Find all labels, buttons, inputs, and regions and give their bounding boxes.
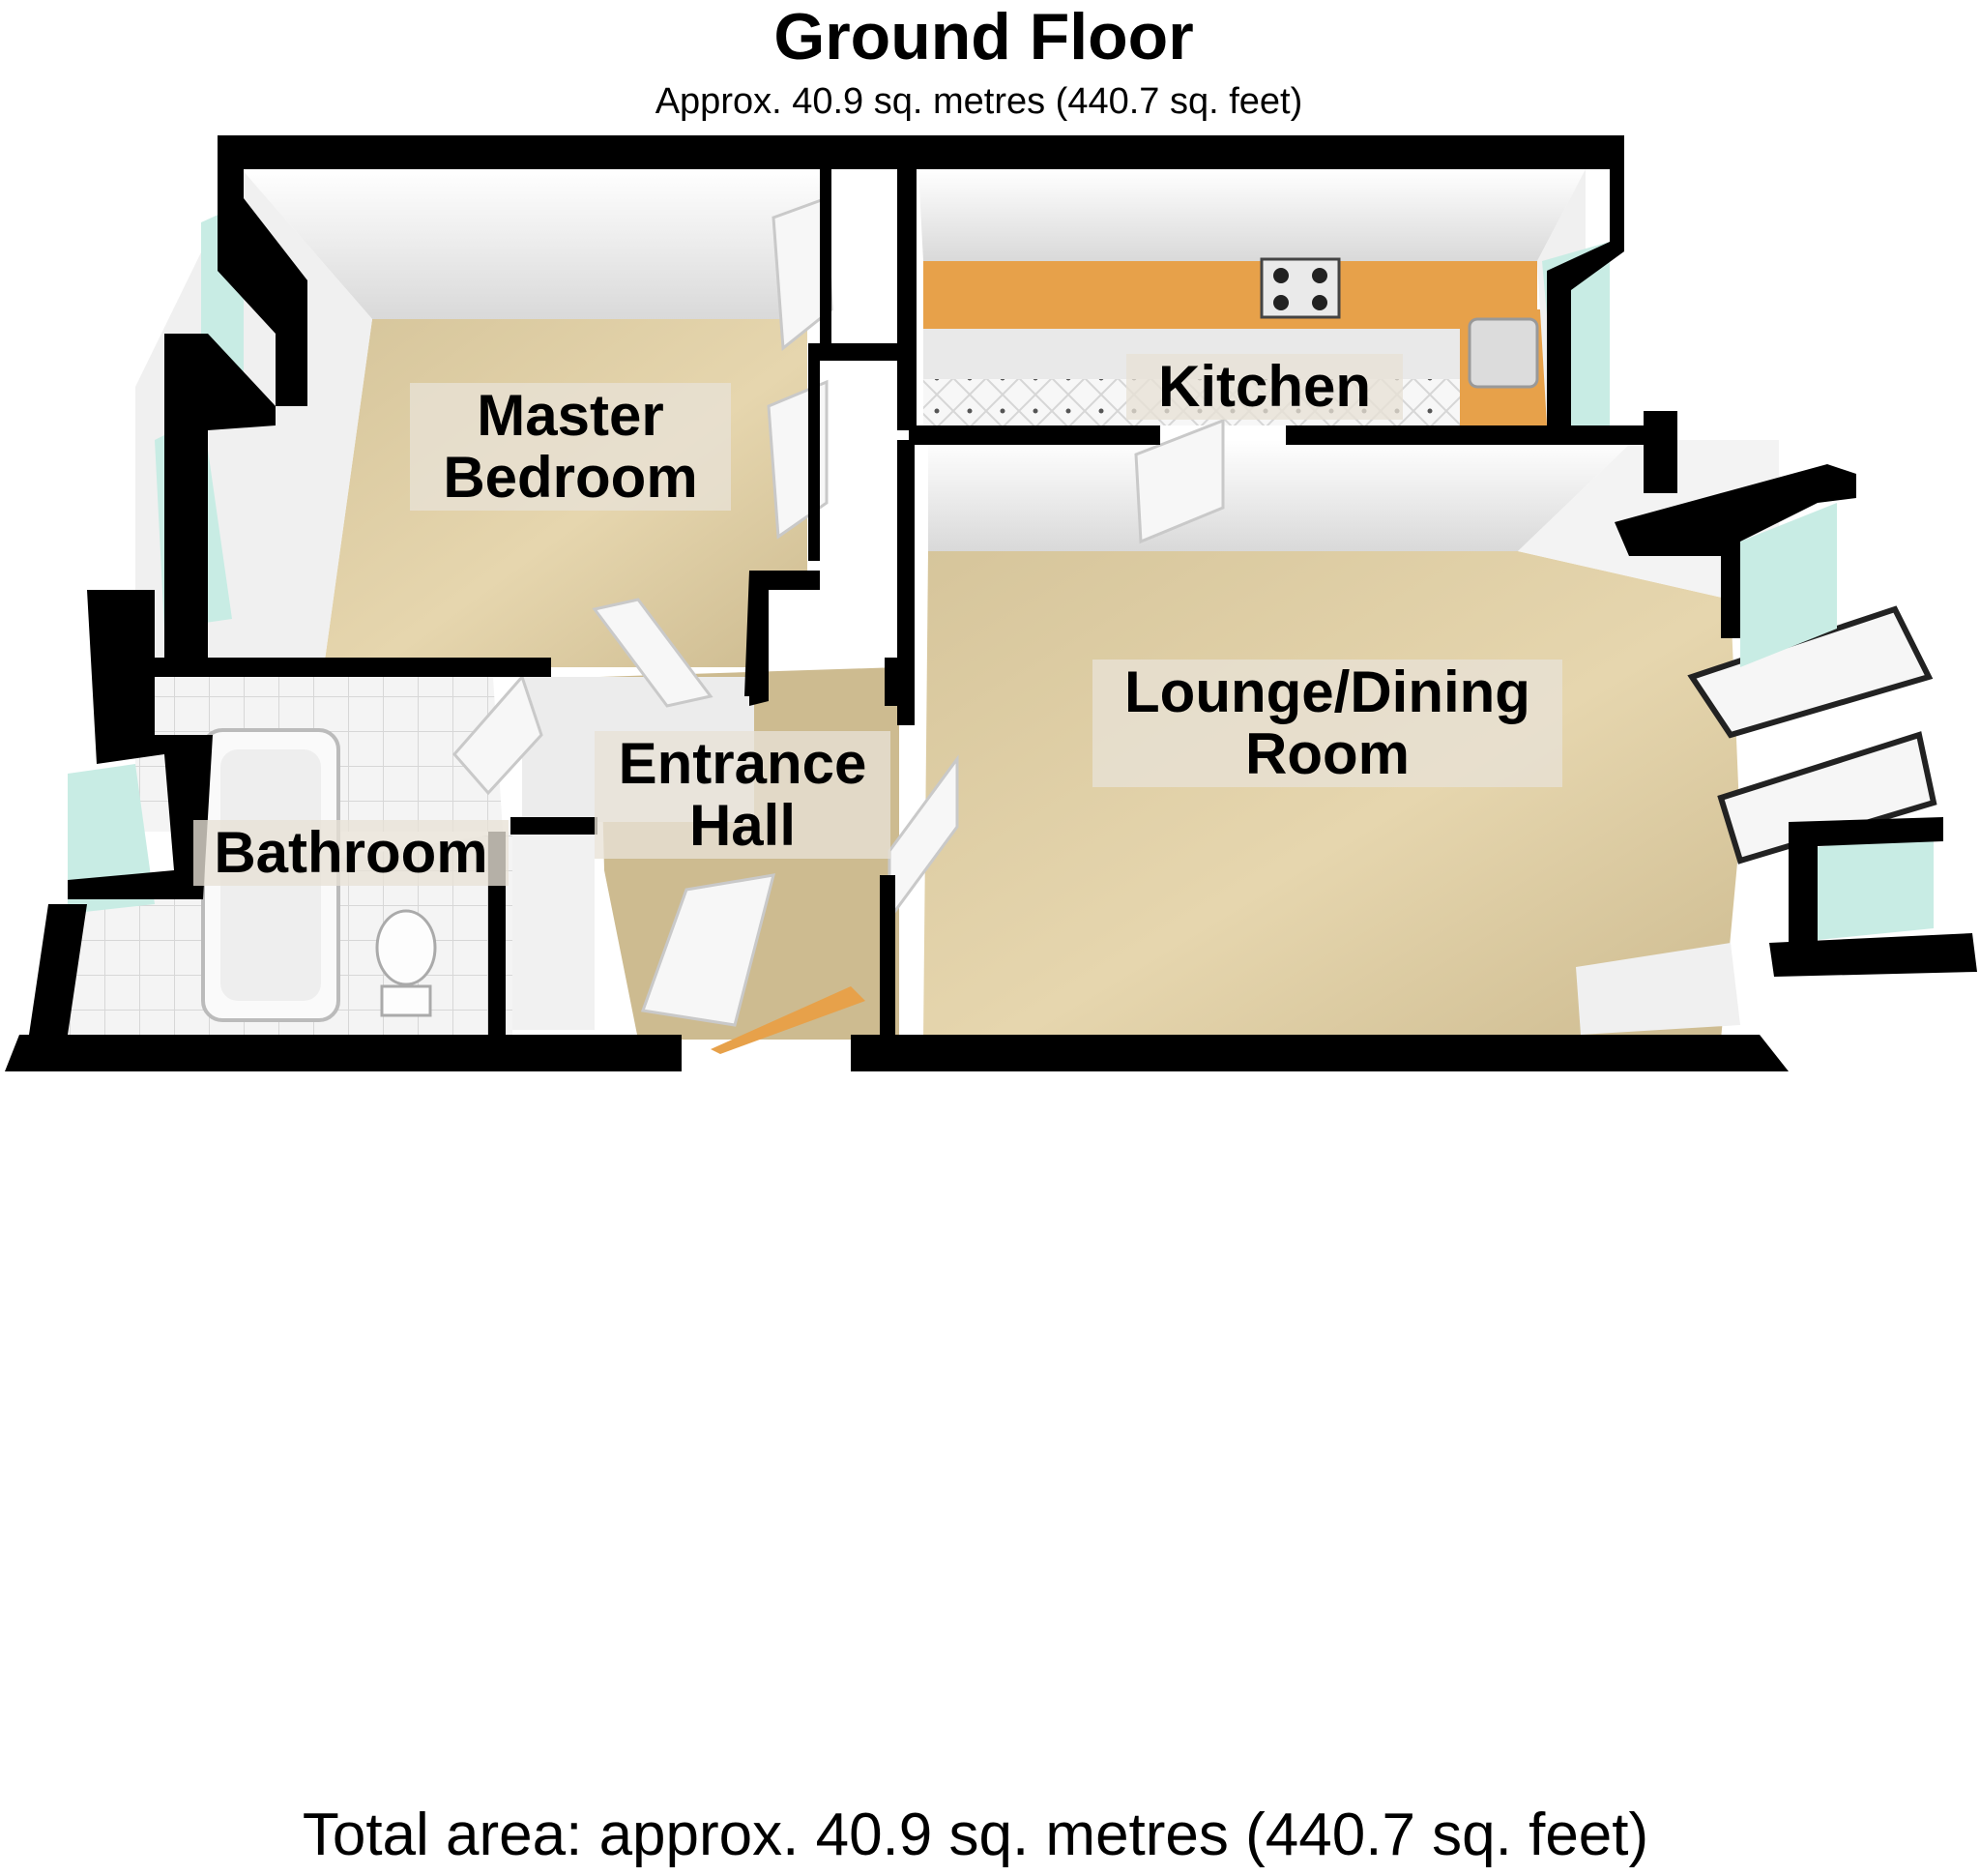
bedroom-bathroom-wall [135,658,551,677]
room-label-entrance-hall: Entrance Hall [595,731,890,859]
hall-cupboard [512,832,595,1030]
floor-plan [5,135,1977,1071]
cupboard-door [640,873,776,1027]
sink-icon [1468,317,1539,389]
centre-wall [897,169,917,430]
hob-icon [1260,257,1341,319]
room-label-bathroom: Bathroom [193,820,509,886]
front-door [711,986,865,1054]
kitchen-worktop [923,261,1537,329]
left-wall [218,135,307,406]
master-bedroom-back-wall [242,169,831,319]
bottom-wall-left [5,1035,682,1071]
bottom-wall-right [851,1035,1789,1071]
total-area: Total area: approx. 40.9 sq. metres (440… [302,1802,1649,1868]
lounge-window-2 [1789,832,1934,943]
lounge-top-wall [909,425,1160,445]
bedroom-door [592,598,713,708]
lounge-radiator [1576,943,1740,1035]
lounge-back-wall [928,440,1634,551]
bay-wall-upper [1615,464,1856,638]
top-wall [218,135,1610,169]
kitchen-door [1134,418,1225,544]
bathroom-door [452,674,543,796]
room-label-lounge-dining: Lounge/Dining Room [1092,660,1562,787]
doors [452,195,1225,1027]
kitchen-right-wall-black [1547,135,1624,425]
bay-window-lower [1717,731,1937,865]
floor-subtitle: Approx. 40.9 sq. metres (440.7 sq. feet) [655,81,1303,122]
toilet-icon [375,909,437,986]
lounge-window-1 [1740,503,1837,667]
kitchen-back-wall [918,169,1586,261]
room-label-kitchen: Kitchen [1126,354,1403,420]
room-label-master-bedroom: Master Bedroom [410,383,731,511]
floors [58,169,1937,1054]
floor-title: Ground Floor [773,0,1194,73]
walls [5,135,1977,1071]
